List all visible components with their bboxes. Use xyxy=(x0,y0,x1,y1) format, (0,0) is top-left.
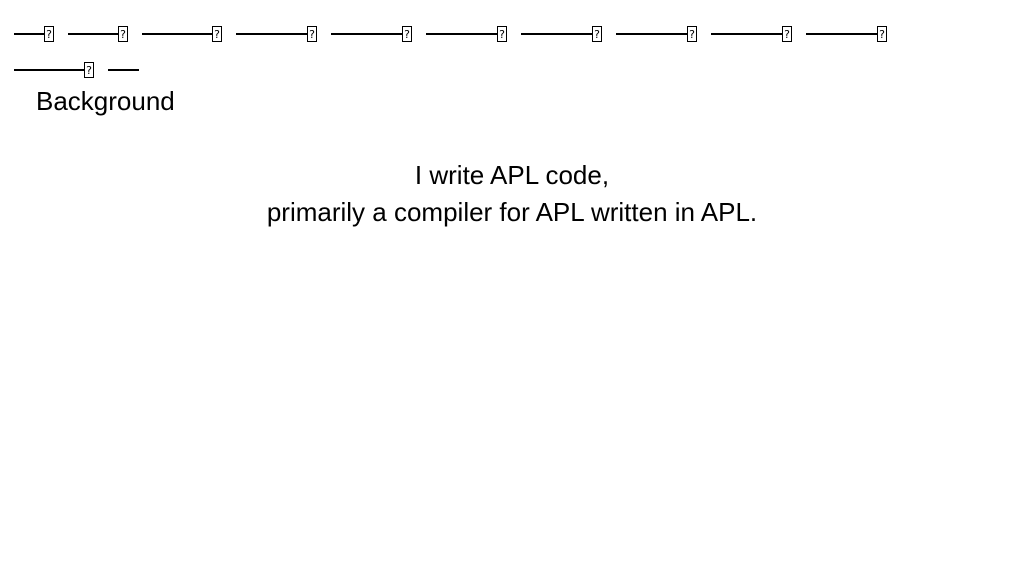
nav-link-4[interactable]: ? xyxy=(236,26,317,42)
nav-line-icon xyxy=(711,33,782,35)
nav-line-icon xyxy=(14,69,84,71)
missing-glyph-icon: ? xyxy=(44,26,54,42)
slide-body: I write APL code, primarily a compiler f… xyxy=(0,157,1024,231)
missing-glyph-icon: ? xyxy=(307,26,317,42)
nav-link-1[interactable]: ? xyxy=(14,26,54,42)
nav-line-icon xyxy=(426,33,497,35)
slide-title: Background xyxy=(36,86,175,116)
nav-link-2[interactable]: ? xyxy=(68,26,128,42)
nav-link-7[interactable]: ? xyxy=(521,26,602,42)
nav-line-icon xyxy=(108,69,139,71)
missing-glyph-icon: ? xyxy=(592,26,602,42)
missing-glyph-icon: ? xyxy=(497,26,507,42)
missing-glyph-icon: ? xyxy=(84,62,94,78)
nav-link-10[interactable]: ? xyxy=(806,26,887,42)
nav-line-icon xyxy=(68,33,118,35)
missing-glyph-icon: ? xyxy=(877,26,887,42)
nav-link-12[interactable] xyxy=(108,69,139,71)
nav-line-icon xyxy=(616,33,687,35)
missing-glyph-icon: ? xyxy=(212,26,222,42)
nav-link-5[interactable]: ? xyxy=(331,26,412,42)
nav-link-11[interactable]: ? xyxy=(14,62,94,78)
nav-line-icon xyxy=(521,33,592,35)
nav-link-6[interactable]: ? xyxy=(426,26,507,42)
body-line: primarily a compiler for APL written in … xyxy=(266,197,758,227)
nav-link-3[interactable]: ? xyxy=(142,26,222,42)
body-line: I write APL code, xyxy=(414,160,610,190)
nav-line-icon xyxy=(236,33,307,35)
nav-line-icon xyxy=(331,33,402,35)
missing-glyph-icon: ? xyxy=(402,26,412,42)
nav-line-icon xyxy=(14,33,44,35)
nav-row: ? xyxy=(14,58,153,82)
nav-line-icon xyxy=(142,33,212,35)
missing-glyph-icon: ? xyxy=(687,26,697,42)
nav-link-8[interactable]: ? xyxy=(616,26,697,42)
nav-line-icon xyxy=(806,33,877,35)
nav-link-9[interactable]: ? xyxy=(711,26,792,42)
missing-glyph-icon: ? xyxy=(782,26,792,42)
nav-row: ? ? ? ? ? ? ? ? xyxy=(14,22,887,46)
missing-glyph-icon: ? xyxy=(118,26,128,42)
